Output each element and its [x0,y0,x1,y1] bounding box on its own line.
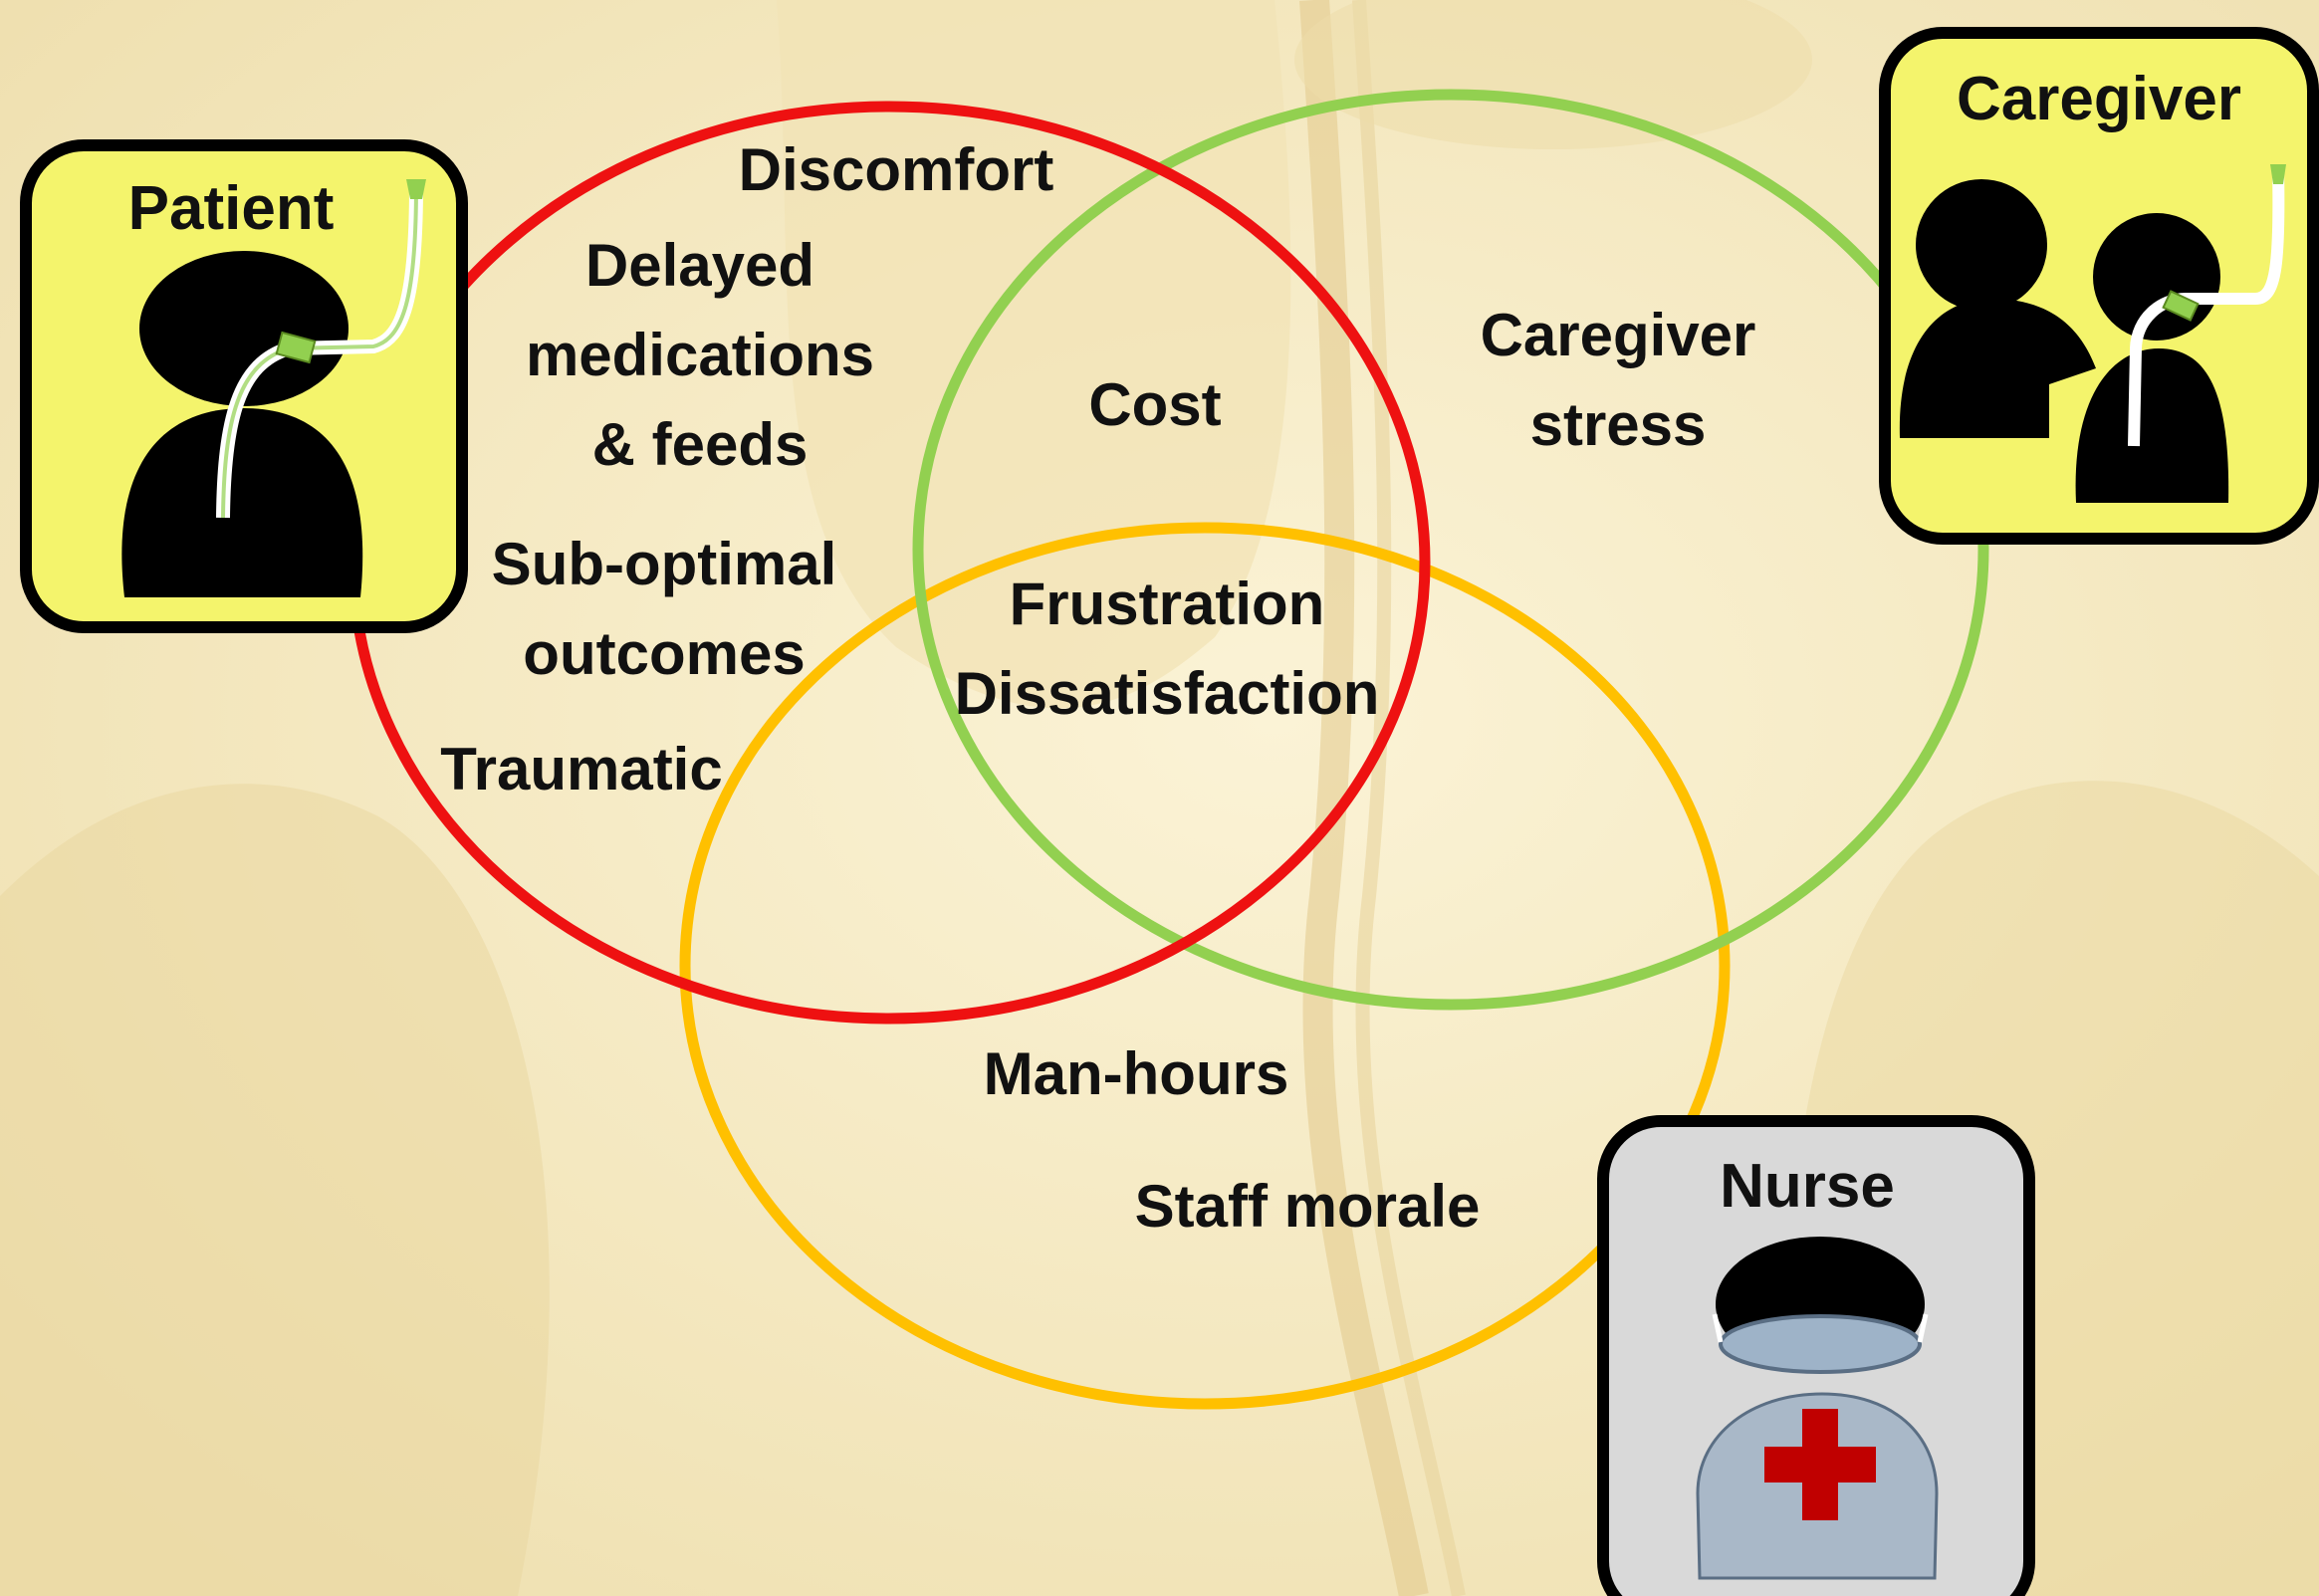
label-discomfort: Discomfort [739,136,1054,203]
caregiver-circle [912,89,1989,1011]
label-caregiver-stress-2: stress [1530,391,1707,458]
label-delayed-3: & feeds [592,411,809,478]
nurse-circle [679,522,1731,1410]
label-delayed-2: medications [526,322,874,388]
label-man-hours: Man-hours [984,1040,1289,1107]
venn-labels: Discomfort Delayed medications & feeds S… [440,136,1755,1240]
label-delayed-1: Delayed [585,232,814,299]
label-frustration: Frustration [1010,570,1325,637]
caregiver-icon [1899,164,2286,503]
patient-label: Patient [128,174,335,243]
label-caregiver-stress-1: Caregiver [1481,302,1756,368]
nurse-label: Nurse [1720,1152,1895,1221]
patient-card: Patient [20,139,468,633]
label-traumatic: Traumatic [440,736,722,802]
label-cost: Cost [1088,371,1221,438]
label-suboptimal-2: outcomes [523,620,805,687]
caregiver-card: Caregiver [1879,27,2319,545]
nurse-icon [1696,1237,1939,1580]
label-staff-morale: Staff morale [1135,1173,1481,1240]
nurse-card: Nurse [1597,1115,2035,1596]
patient-icon [121,179,426,597]
caregiver-label: Caregiver [1957,65,2241,133]
label-suboptimal-1: Sub-optimal [492,531,837,597]
label-dissatisfaction: Dissatisfaction [955,660,1380,727]
